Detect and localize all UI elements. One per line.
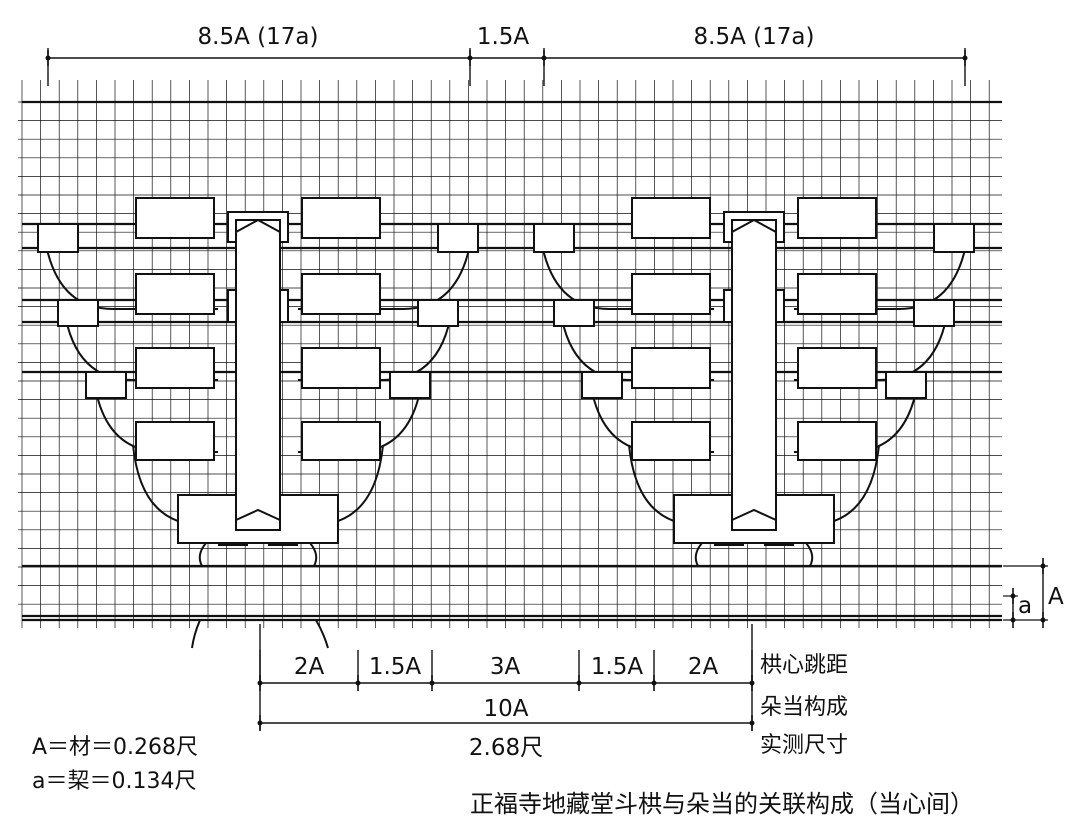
spacing-label-3: 3A [490, 654, 521, 680]
foot-left [198, 542, 207, 567]
bracket-set-left [37, 197, 479, 567]
row3-label: 实测尺寸 [760, 733, 848, 758]
column-base-front [731, 508, 777, 521]
row1-tick-dot [355, 680, 361, 686]
side-dim-A: A [1048, 584, 1064, 610]
dou-block [553, 299, 595, 327]
measured-size-label: 2.68尺 [469, 735, 543, 761]
row1-tick-dot [429, 680, 435, 686]
dou-block [85, 371, 127, 399]
stroke-curve-right [315, 619, 329, 649]
dou-block [631, 421, 711, 461]
top-dim-tick-dot [541, 55, 547, 61]
row1-tick-dot [576, 680, 582, 686]
dou-block [301, 197, 381, 239]
stroke-curve-left [191, 619, 201, 649]
dou-block [301, 421, 381, 461]
side-tick-dot [1040, 617, 1046, 623]
legend-qi: a＝栔＝0.134尺 [32, 769, 196, 794]
row1-tick-dot [651, 680, 657, 686]
dou-block [389, 371, 431, 399]
dou-block [301, 273, 381, 315]
dou-block [533, 223, 575, 253]
dou-block [135, 347, 215, 389]
top-dim-left: 8.5A (17a) [198, 24, 319, 50]
top-dim-tick-dot [962, 55, 968, 61]
top-dim-right: 8.5A (17a) [694, 24, 815, 50]
dou-block [57, 299, 99, 327]
figure-caption: 正福寺地藏堂斗栱与朵当的关联构成（当心间） [470, 790, 974, 818]
total-modules-label: 10A [483, 696, 528, 722]
dou-block [933, 223, 975, 253]
side-tick-dot [1010, 617, 1016, 623]
dou-block [631, 273, 711, 315]
dimension-lines [45, 48, 1048, 731]
dou-block [135, 273, 215, 315]
dou-block [437, 223, 479, 253]
column-cap-front [235, 218, 281, 233]
dou-block [797, 273, 877, 315]
legend-cai: A＝材＝0.268尺 [32, 735, 198, 760]
row1-label: 栱心跳距 [760, 653, 848, 678]
column-cap-front [731, 218, 777, 233]
spacing-label-5: 2A [688, 654, 719, 680]
side-tick-dot [1010, 593, 1016, 599]
top-dim-tick-dot [467, 55, 473, 61]
dou-block [885, 371, 927, 399]
central-column-front [731, 219, 777, 531]
row1-tick-dot [749, 680, 755, 686]
foot-right [805, 542, 814, 567]
dou-block [797, 347, 877, 389]
dou-block [37, 223, 79, 253]
dou-block [797, 421, 877, 461]
dou-block [581, 371, 623, 399]
top-dim-middle: 1.5A [477, 24, 530, 50]
row2-label: 朵当构成 [760, 695, 848, 720]
dou-block [631, 197, 711, 239]
foot-right [309, 542, 318, 567]
row1-tick-dot [257, 680, 263, 686]
bracket-set-right [533, 197, 975, 567]
dou-block [135, 421, 215, 461]
top-dim-tick-dot [45, 55, 51, 61]
row2-tick-dot [257, 720, 263, 726]
column-base-front [235, 508, 281, 521]
spacing-label-2: 1.5A [369, 654, 422, 680]
dou-block [797, 197, 877, 239]
dou-block [417, 299, 459, 327]
dou-block [913, 299, 955, 327]
row2-tick-dot [749, 720, 755, 726]
dou-block [135, 197, 215, 239]
central-column-front [235, 219, 281, 531]
side-tick-dot [1040, 563, 1046, 569]
spacing-label-1: 2A [294, 654, 325, 680]
side-dim-a: a [1018, 593, 1032, 619]
spacing-label-4: 1.5A [591, 654, 644, 680]
dou-block [631, 347, 711, 389]
foot-left [694, 542, 703, 567]
dou-block [301, 347, 381, 389]
